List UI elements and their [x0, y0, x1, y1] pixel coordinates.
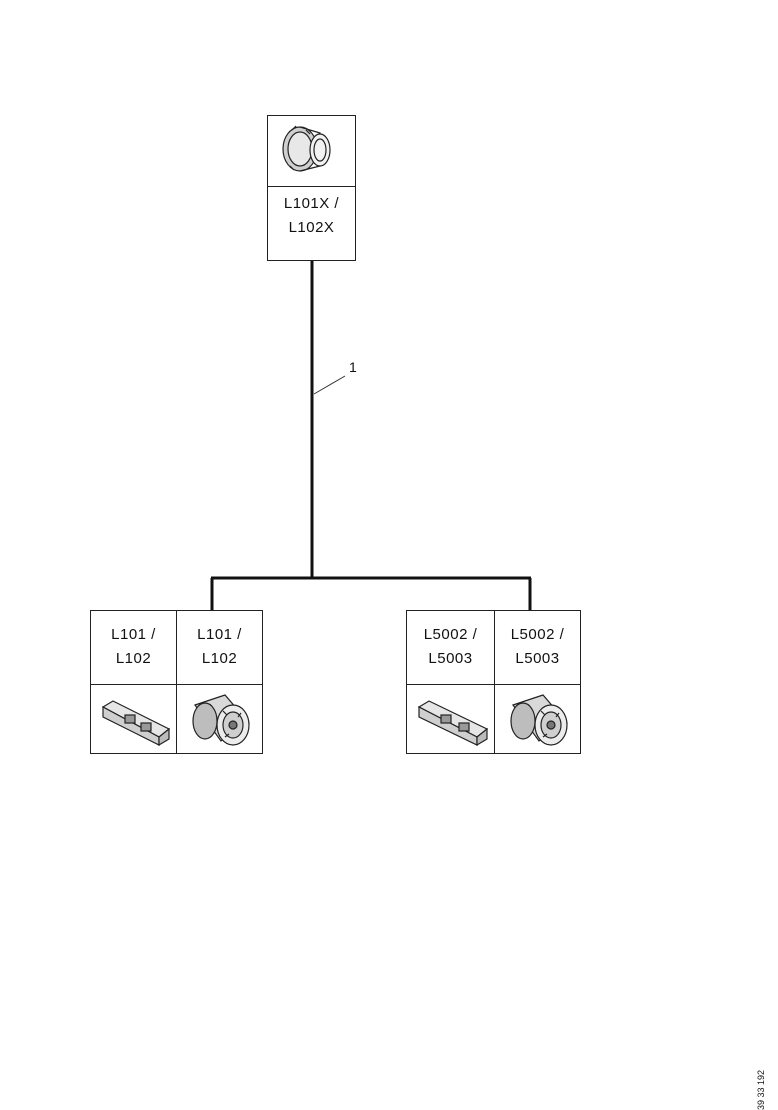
bottom-left-rect-label: L101 / L102 [91, 623, 176, 671]
bottom-right-rect-label-line1: L5002 / [423, 626, 478, 643]
bottom-left-round-label: L101 / L102 [177, 623, 262, 671]
bottom-left-round-box: L101 / L102 [176, 610, 263, 754]
top-connector-label-line2: L102X [288, 219, 335, 236]
callout-leader [313, 375, 346, 395]
callout-number: 1 [349, 359, 357, 375]
top-connector-box: L101X / L102X [267, 115, 356, 261]
bottom-right-round-box: L5002 / L5003 [494, 610, 581, 754]
rectangular-connector-icon [407, 685, 494, 753]
figure-number: 39 33 192 [756, 1070, 766, 1110]
bottom-left-rect-box: L101 / L102 [90, 610, 177, 754]
bottom-right-round-label-line2: L5003 [515, 650, 560, 667]
bottom-left-round-label-line2: L102 [201, 650, 238, 667]
bottom-right-round-label-line1: L5002 / [510, 626, 565, 643]
round-connector-icon [177, 685, 262, 753]
bottom-right-rect-box: L5002 / L5003 [406, 610, 495, 754]
round-connector-icon [495, 685, 580, 753]
rectangular-connector-icon [91, 685, 176, 753]
bottom-left-rect-label-line1: L101 / [111, 626, 156, 643]
top-connector-label: L101X / L102X [268, 192, 355, 240]
bottom-left-round-label-line1: L101 / [197, 626, 242, 643]
round-plug-icon [268, 116, 355, 186]
bottom-right-rect-label: L5002 / L5003 [407, 623, 494, 671]
bottom-right-round-label: L5002 / L5003 [495, 623, 580, 671]
top-connector-label-line1: L101X / [283, 195, 340, 212]
bottom-right-rect-label-line2: L5003 [428, 650, 473, 667]
bottom-left-rect-label-line2: L102 [115, 650, 152, 667]
